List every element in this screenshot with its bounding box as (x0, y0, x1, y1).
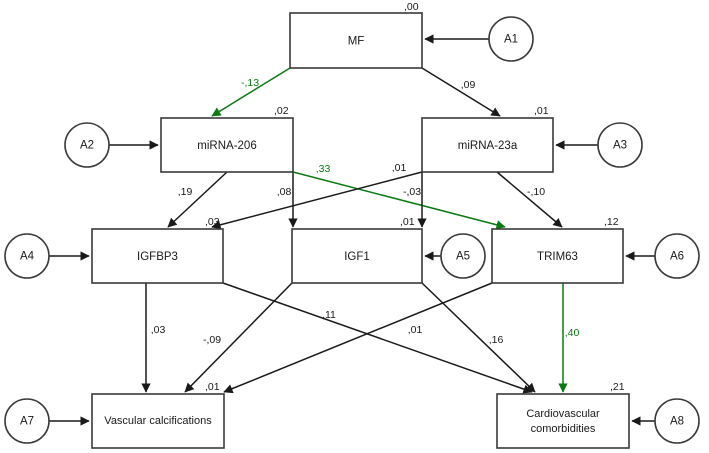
node-mirna23a-label: miRNA-23a (458, 140, 518, 152)
coefficient-mirna206-to-igf1: ,08 (277, 186, 292, 198)
error-term-a6-label: A6 (670, 251, 684, 263)
node-cardio-label-line1: Cardiovascular (526, 408, 600, 420)
coefficient-igf1-to-cardio: ,16 (489, 334, 504, 346)
error-term-a4[interactable]: A4 (4, 233, 50, 279)
node-mirna206[interactable]: miRNA-206 (160, 117, 294, 173)
path-igfbp3-to-cardio (222, 282, 533, 394)
error-term-a3[interactable]: A3 (597, 122, 643, 168)
node-igf1-label: IGF1 (344, 251, 370, 263)
path-trim63-to-vascular (223, 282, 493, 394)
node-igfbp3[interactable]: IGFBP3 (91, 228, 224, 284)
coefficient-mirna206-to-igfbp3: ,19 (178, 186, 193, 198)
coefficient-igfbp3-to-cardio: ,11 (322, 309, 336, 321)
path-igf1-to-cardio (421, 282, 536, 393)
error-term-a2[interactable]: A2 (64, 122, 110, 168)
variance-trim63: ,12 (604, 216, 619, 228)
variance-mirna206: ,02 (274, 105, 289, 117)
error-term-a5[interactable]: A5 (440, 233, 486, 279)
error-term-a5-label: A5 (456, 251, 470, 263)
variance-mf: ,00 (404, 1, 419, 13)
node-igfbp3-label: IGFBP3 (137, 251, 178, 263)
node-mf-label: MF (348, 36, 365, 48)
coefficient-mirna23a-to-trim63: -,10 (527, 186, 545, 198)
error-term-a8[interactable]: A8 (654, 398, 700, 444)
variance-igf1: ,01 (400, 216, 415, 228)
error-term-a7[interactable]: A7 (4, 398, 50, 444)
error-term-a8-label: A8 (670, 416, 684, 428)
coefficient-mirna206-to-trim63: ,33 (316, 163, 331, 175)
node-cardiovascular-comorbidities[interactable]: Cardiovascular comorbidities (496, 393, 630, 449)
variance-cardio: ,21 (610, 381, 625, 393)
path-mirna23a-to-trim63 (496, 171, 563, 228)
coefficient-trim63-to-vascular: ,01 (408, 324, 423, 336)
node-trim63-label: TRIM63 (537, 251, 578, 263)
error-term-a2-label: A2 (80, 140, 94, 152)
node-vascular-label: Vascular calcifications (104, 415, 212, 427)
node-trim63[interactable]: TRIM63 (491, 228, 624, 284)
path-mirna206-to-igfbp3 (167, 171, 228, 228)
coefficient-igfbp3-to-vascular: ,03 (151, 324, 166, 336)
node-cardio-label-line2: comorbidities (531, 423, 596, 435)
variance-vascular: ,01 (205, 381, 220, 393)
coefficient-igf1-to-vascular: -,09 (203, 334, 221, 346)
node-igf1[interactable]: IGF1 (291, 228, 423, 284)
path-mf-to-mirna206 (211, 67, 291, 117)
error-term-a7-label: A7 (20, 416, 34, 428)
variance-mirna23a: ,01 (534, 105, 549, 117)
error-term-a3-label: A3 (613, 140, 627, 152)
variance-igfbp3: ,03 (205, 216, 220, 228)
coefficient-trim63-to-cardio: ,40 (565, 327, 580, 339)
coefficient-mf-to-mirna206: -,13 (241, 77, 259, 89)
path-mf-to-mirna23a (421, 67, 501, 117)
coefficient-mirna23a-to-igfbp3: ,01 (392, 162, 407, 174)
coefficient-mirna23a-to-igf1: -,03 (403, 186, 421, 198)
path-igf1-to-vascular (184, 282, 293, 393)
coefficient-mf-to-mirna23a: ,09 (461, 79, 476, 91)
error-term-a1-label: A1 (504, 34, 518, 46)
node-mirna206-label: miRNA-206 (197, 140, 256, 152)
error-term-a4-label: A4 (20, 251, 35, 263)
error-term-a6[interactable]: A6 (654, 233, 700, 279)
error-term-a1[interactable]: A1 (488, 16, 534, 62)
node-mirna23a[interactable]: miRNA-23a (421, 117, 554, 173)
path-mirna206-to-trim63 (292, 171, 506, 230)
path-mirna23a-to-igfbp3 (211, 171, 423, 230)
node-mf[interactable]: MF (289, 12, 423, 69)
node-vascular-calcifications[interactable]: Vascular calcifications (91, 393, 225, 449)
